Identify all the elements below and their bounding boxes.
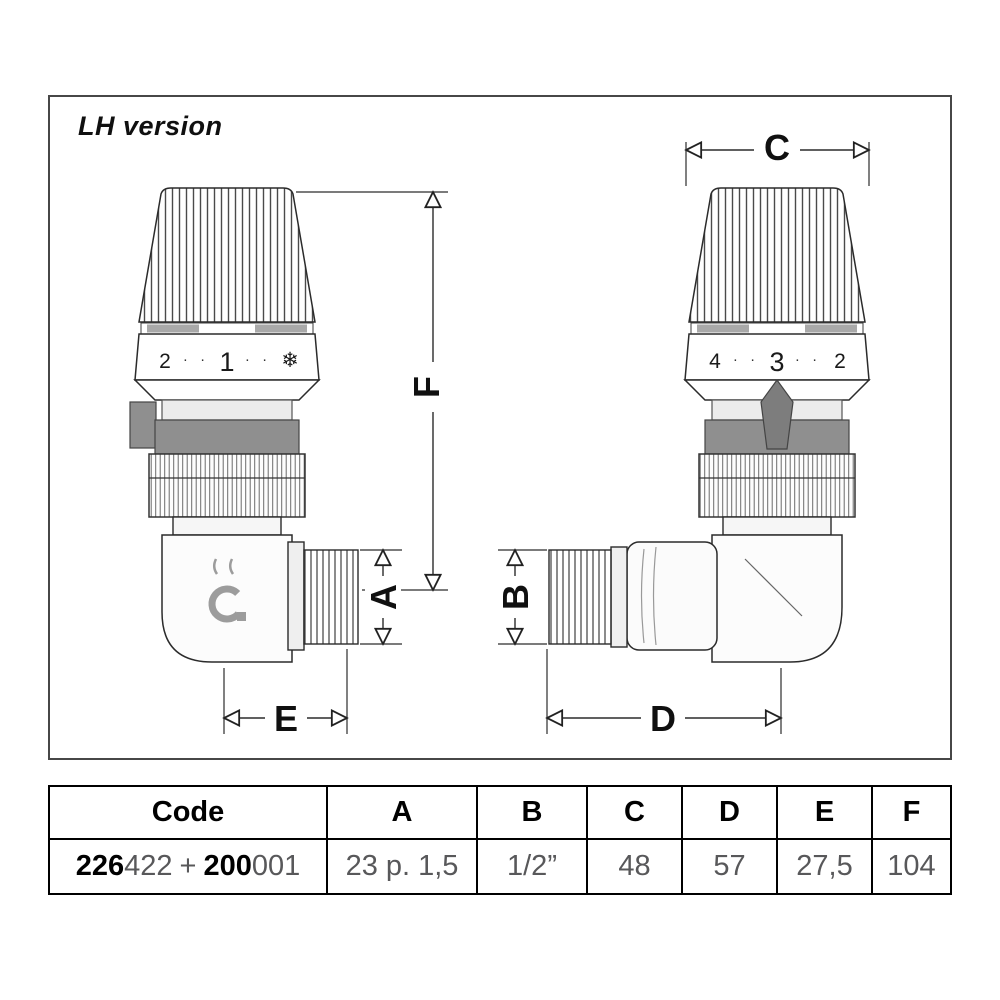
value-E: 27,5	[776, 840, 871, 893]
knurled-nut	[148, 453, 306, 518]
code-suffix-2: 001	[251, 850, 301, 882]
scale-dots: · ·	[183, 351, 209, 368]
head-chamfer	[133, 379, 321, 401]
code-prefix-1: 226	[75, 850, 125, 882]
dimension-F: F	[296, 192, 448, 590]
scale-dots: · ·	[245, 351, 271, 368]
dimension-C: C	[686, 127, 869, 186]
frost-symbol: ❄	[281, 349, 299, 372]
dimension-A: A	[360, 550, 404, 644]
diagram-box: LH version	[48, 95, 952, 760]
scale-number: 1	[219, 347, 234, 377]
right-valve: 4 · · 3 · · 2	[548, 187, 871, 663]
dim-label-A: A	[363, 584, 404, 610]
outlet-flange	[287, 541, 305, 651]
tail-flange	[610, 546, 628, 648]
dimension-B: B	[495, 550, 547, 644]
lh-lever-tab	[129, 401, 157, 449]
head-collar	[161, 399, 293, 421]
valve-drawing: 2 · · 1 · · ❄	[129, 127, 871, 739]
thermostatic-head-cap	[138, 187, 316, 323]
scale-number: 2	[159, 350, 171, 373]
valve-neck	[722, 516, 832, 536]
dim-label-B: B	[495, 584, 536, 610]
scale-number: 3	[769, 347, 784, 377]
knurled-nut	[698, 453, 856, 518]
header-B: B	[476, 787, 586, 840]
body-edge-line	[744, 558, 803, 617]
outlet-thread	[303, 549, 359, 645]
value-B: 1/2”	[476, 840, 586, 893]
value-A: 23 p. 1,5	[326, 840, 476, 893]
valve-body	[161, 534, 293, 663]
version-label: LH version	[78, 111, 223, 141]
scale-number: 4	[709, 350, 721, 373]
code-plus: +	[179, 850, 197, 882]
dimension-E: E	[224, 649, 347, 739]
caleffi-logo	[208, 558, 246, 623]
header-code: Code	[50, 787, 326, 840]
value-D: 57	[681, 840, 776, 893]
code-suffix-1: 422	[124, 850, 173, 882]
scale-number: 2	[834, 350, 846, 373]
header-F: F	[871, 787, 950, 840]
dim-label-C: C	[764, 127, 790, 168]
scale-dots: · ·	[795, 351, 821, 368]
header-A: A	[326, 787, 476, 840]
dimension-D: D	[547, 649, 781, 739]
header-C: C	[586, 787, 681, 840]
header-E: E	[776, 787, 871, 840]
union-nut-edges	[640, 546, 657, 646]
dim-label-D: D	[650, 698, 676, 739]
value-C: 48	[586, 840, 681, 893]
dim-label-E: E	[274, 698, 298, 739]
valve-neck	[172, 516, 282, 536]
left-valve: 2 · · 1 · · ❄	[129, 187, 359, 663]
thermostatic-head-cap	[688, 187, 866, 323]
grip-inserts	[140, 322, 314, 335]
scale-dots: · ·	[733, 351, 759, 368]
dim-label-F: F	[406, 376, 447, 398]
valve-body	[711, 534, 843, 663]
scale-pointer	[760, 378, 794, 450]
union-nut	[626, 541, 718, 651]
value-F: 104	[871, 840, 950, 893]
grip-inserts	[690, 322, 864, 335]
tail-thread	[548, 549, 612, 645]
code-prefix-2: 200	[203, 850, 252, 882]
head-ring	[154, 419, 300, 455]
header-D: D	[681, 787, 776, 840]
